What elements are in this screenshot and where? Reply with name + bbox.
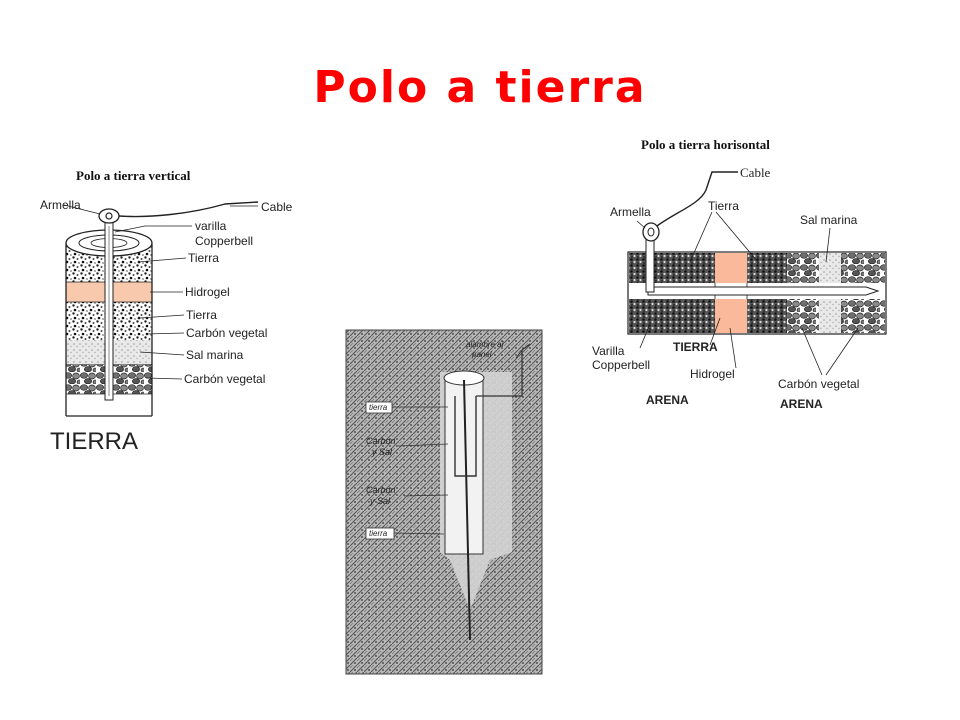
horizontal-label-hidrogel: Hidrogel: [690, 367, 735, 381]
sketch-label-tierra-2: tierra: [369, 529, 388, 538]
horizontal-label-arena-1: ARENA: [646, 393, 689, 407]
horizontal-label-tierra: Tierra: [708, 199, 739, 213]
sketch-label-ysal-2: y Sal: [370, 496, 391, 506]
sketch-label-alambre: alambre al: [466, 340, 504, 349]
hand-sketch-diagram: [345, 329, 543, 675]
vertical-caption: Polo a tierra vertical: [76, 168, 191, 183]
horizontal-label-carbon-vegetal: Carbón vegetal: [778, 377, 860, 391]
vertical-label-carbon-2: Carbón vegetal: [184, 372, 266, 386]
vertical-label-hidrogel: Hidrogel: [185, 285, 230, 299]
sketch-label-tierra-1: tierra: [369, 403, 388, 412]
horizontal-label-sal-marina: Sal marina: [800, 213, 858, 227]
vertical-label-armella: Armella: [40, 198, 81, 212]
horizontal-label-cable: Cable: [740, 165, 771, 180]
vertical-label-varilla: varilla: [195, 219, 227, 233]
vertical-label-copperbell: Copperbell: [195, 234, 254, 248]
horizontal-label-tierra-caps: TIERRA: [673, 340, 718, 354]
vertical-label-sal-marina: Sal marina: [186, 348, 244, 362]
horizontal-caption: Polo a tierra horisontal: [641, 137, 770, 152]
slide-title: Polo a tierra: [313, 62, 647, 113]
vertical-label-carbon-1: Carbón vegetal: [186, 326, 268, 340]
horizontal-ground-rod-diagram: [627, 171, 887, 376]
vertical-ground-rod-diagram: [63, 201, 259, 417]
vertical-label-tierra-1: Tierra: [188, 251, 219, 265]
sketch-label-ysal-1: y Sal: [372, 447, 393, 457]
horizontal-label-armella: Armella: [610, 205, 651, 219]
horizontal-label-varilla: Varilla: [592, 344, 625, 358]
sketch-label-carbon-2: Carbon: [366, 485, 396, 495]
sketch-label-carbon-1: Carbon: [366, 436, 396, 446]
vertical-base-label: TIERRA: [50, 428, 139, 455]
vertical-label-tierra-2: Tierra: [186, 308, 217, 322]
horizontal-label-copperbell: Copperbell: [592, 358, 651, 372]
vertical-label-cable: Cable: [261, 200, 293, 214]
sketch-label-panel: panel: [472, 350, 492, 359]
horizontal-label-arena-2: ARENA: [780, 397, 823, 411]
